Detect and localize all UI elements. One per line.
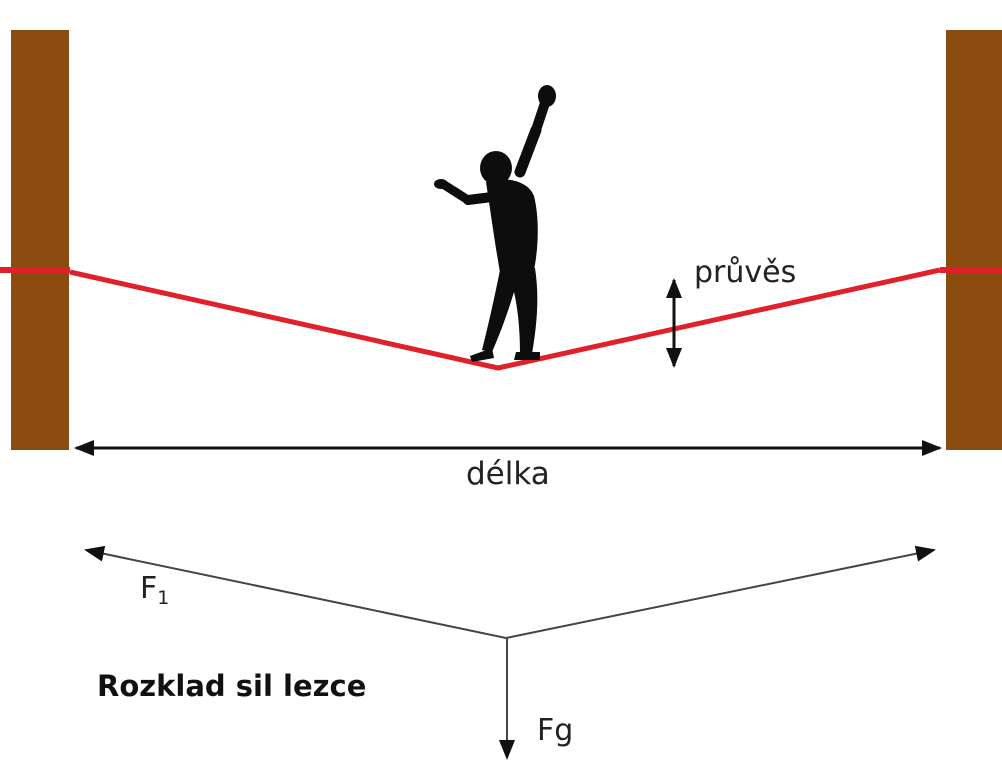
force-f1-subscript: 1 xyxy=(157,587,169,609)
force-fg-label: Fg xyxy=(537,713,573,748)
force-f1-left-vector xyxy=(84,545,507,639)
slackliner-figure xyxy=(434,85,556,362)
right-post xyxy=(946,30,1002,450)
force-f1-label: F1 xyxy=(140,571,169,609)
slackline-rope xyxy=(69,267,941,371)
left-post xyxy=(11,30,69,450)
sag-label: průvěs xyxy=(694,255,796,290)
force-f1-right-vector xyxy=(505,545,936,639)
caption: Rozklad sil lezce xyxy=(97,669,366,703)
force-f1-main: F xyxy=(140,571,157,606)
length-label: délka xyxy=(466,456,550,492)
